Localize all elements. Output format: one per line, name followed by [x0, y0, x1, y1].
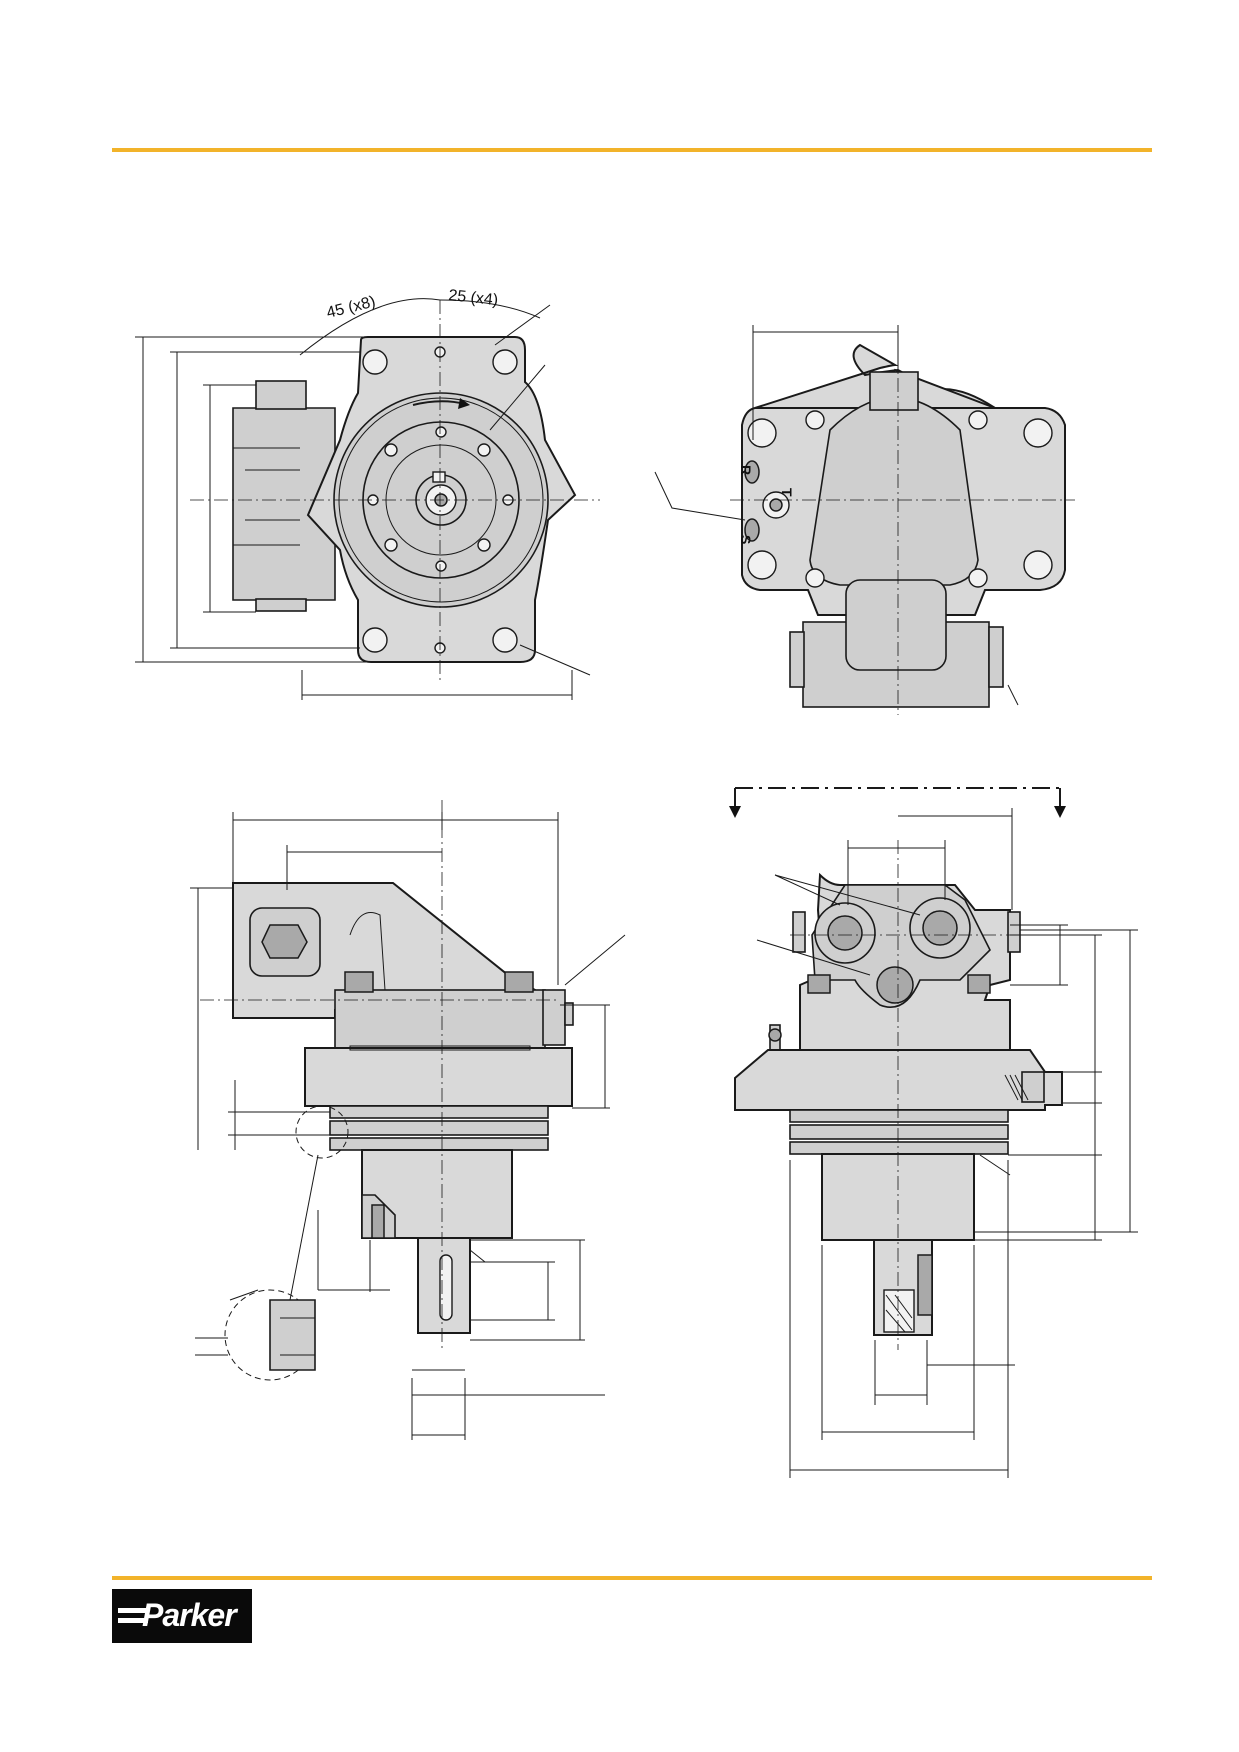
side-view	[190, 800, 626, 1440]
side-view-rotated	[729, 787, 1138, 1478]
port-s-label: S	[738, 535, 754, 544]
bottom-accent-rule	[112, 1576, 1152, 1580]
front-view: 45 (x8) 25 (x4)	[135, 287, 600, 700]
port-t-label: T	[779, 488, 795, 497]
logo-wordmark: Parker	[142, 1597, 237, 1633]
port-r-label: R	[738, 465, 754, 475]
logo-stripe	[118, 1608, 148, 1613]
bolt-angle-label: 45 (x8)	[325, 293, 377, 322]
parker-logo: Parker	[112, 1589, 252, 1643]
logo-stripe	[118, 1618, 148, 1623]
rear-view: R T S	[654, 325, 1075, 715]
flange-angle-label: 25 (x4)	[448, 287, 499, 309]
top-accent-rule	[112, 148, 1152, 152]
